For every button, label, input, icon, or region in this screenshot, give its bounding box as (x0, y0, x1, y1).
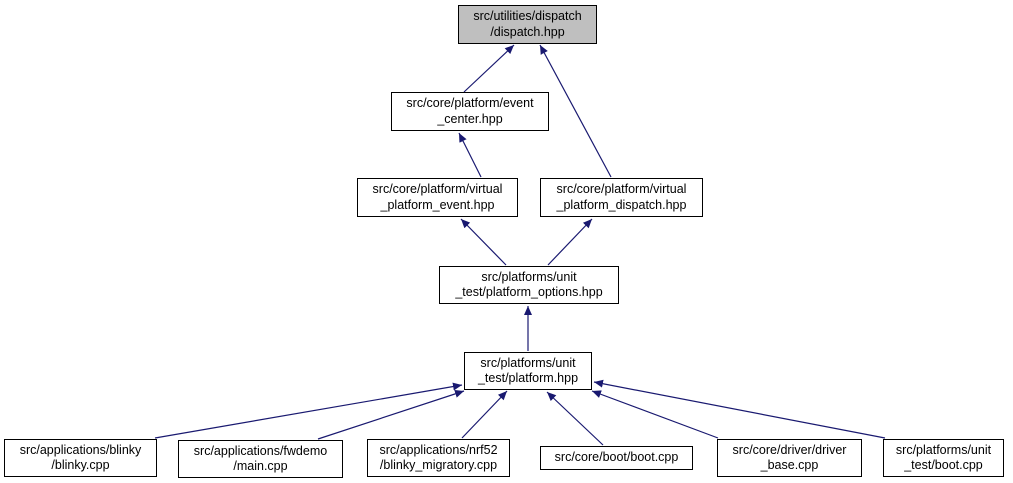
edge-driver-base-to-platform (591, 390, 719, 439)
node-label-line: src/core/driver/driver (732, 442, 847, 457)
node-label-line: /blinky.cpp (51, 458, 110, 472)
node-platform-options-hpp[interactable]: src/platforms/unit _test/platform_option… (439, 266, 619, 304)
node-boot-cpp[interactable]: src/core/boot/boot.cpp (540, 446, 693, 470)
node-label-line: src/core/platform/event (406, 96, 534, 110)
node-label-line: src/core/platform/virtual (372, 182, 503, 196)
edge-unit-test-boot-to-platform (593, 379, 886, 439)
node-label-line: src/platforms/unit (481, 269, 577, 284)
node-label-line: _platform_event.hpp (380, 197, 495, 212)
node-label-line: src/platforms/unit (895, 442, 992, 457)
node-label-line: _test/platform_options.hpp (455, 285, 603, 299)
node-label-line: _test/platform.hpp (477, 371, 579, 385)
node-label-line: _platform_dispatch.hpp (556, 197, 687, 212)
node-label-line: _center.hpp (437, 111, 503, 126)
node-unit-test-boot-cpp[interactable]: src/platforms/unit _test/boot.cpp (883, 439, 1004, 477)
node-label-line: src/applications/blinky (19, 442, 142, 457)
node-virtual-platform-dispatch-hpp[interactable]: src/core/platform/virtual _platform_disp… (540, 178, 703, 217)
edge-event-center-to-dispatch (463, 44, 515, 93)
edge-boot-to-platform (546, 391, 604, 446)
node-label-line: _test/boot.cpp (904, 458, 983, 472)
edge-fwdemo-main-to-platform (317, 390, 465, 440)
node-platform-hpp[interactable]: src/platforms/unit _test/platform.hpp (464, 352, 592, 390)
node-label-line: src/platforms/unit (480, 355, 576, 370)
node-virtual-platform-event-hpp[interactable]: src/core/platform/virtual _platform_even… (357, 178, 518, 217)
edge-virtual-platform-event-to-event-center (458, 132, 482, 178)
node-label-line: src/core/boot/boot.cpp (554, 450, 679, 465)
node-label-line: _base.cpp (760, 458, 819, 472)
node-label-line: /main.cpp (233, 459, 288, 473)
node-blinky-cpp[interactable]: src/applications/blinky /blinky.cpp (4, 439, 157, 477)
edge-blinky-migratory-to-platform (461, 390, 508, 439)
node-label-line: /blinky_migratory.cpp (379, 458, 498, 472)
node-label-line: /dispatch.hpp (490, 24, 565, 39)
edge-platform-options-to-virtual-platform-dispatch (547, 218, 593, 266)
node-label-line: src/applications/fwdemo (193, 443, 328, 458)
node-fwdemo-main-cpp[interactable]: src/applications/fwdemo /main.cpp (178, 440, 343, 478)
node-label-line: src/utilities/dispatch (473, 9, 582, 23)
node-dispatch-hpp[interactable]: src/utilities/dispatch /dispatch.hpp (458, 5, 597, 44)
edge-blinky-to-platform (154, 382, 463, 439)
node-label-line: src/core/platform/virtual (556, 182, 687, 196)
node-driver-base-cpp[interactable]: src/core/driver/driver _base.cpp (717, 439, 862, 477)
node-label-line: src/applications/nrf52 (379, 442, 498, 457)
node-blinky-migratory-cpp[interactable]: src/applications/nrf52 /blinky_migratory… (367, 439, 510, 477)
edge-virtual-platform-dispatch-to-dispatch (539, 44, 612, 178)
node-event-center-hpp[interactable]: src/core/platform/event _center.hpp (391, 92, 549, 131)
edge-platform-options-to-virtual-platform-event (460, 218, 507, 266)
